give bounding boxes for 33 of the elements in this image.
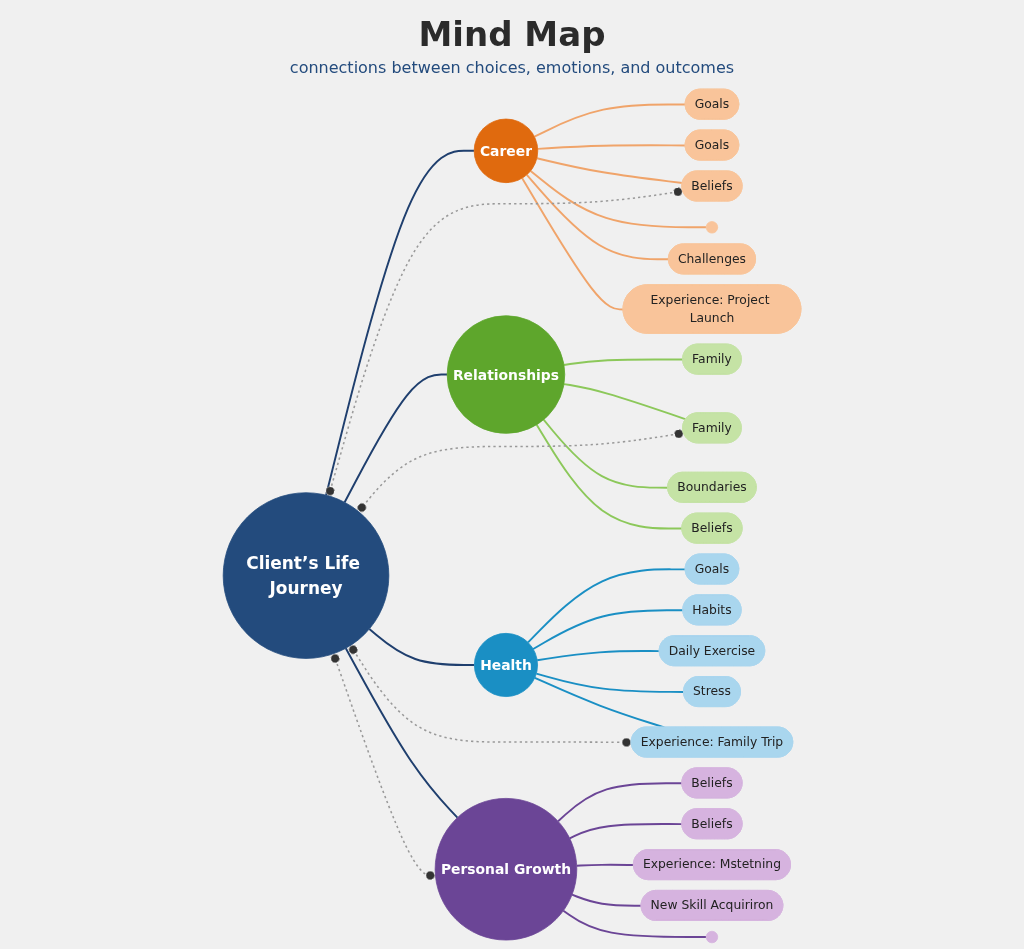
connector [535, 157, 684, 184]
connector [325, 187, 684, 497]
connector [343, 373, 449, 504]
diagram-title: Mind Map [418, 14, 606, 54]
node-circle: Personal Growth [434, 798, 578, 941]
connector [357, 429, 685, 513]
connector [536, 650, 661, 662]
connector [532, 609, 685, 650]
connector [325, 149, 476, 497]
connector [535, 672, 685, 693]
node-circle: Health [473, 633, 538, 697]
node-circle [705, 221, 719, 234]
connector [575, 863, 635, 867]
connector [563, 358, 684, 366]
connector [563, 383, 687, 421]
connector [562, 909, 708, 938]
node-circle [705, 930, 719, 944]
connector [344, 647, 459, 819]
connector [533, 103, 687, 138]
connector [536, 144, 687, 150]
connector [521, 177, 625, 311]
connector [571, 893, 643, 907]
connector [542, 418, 669, 489]
connector [330, 652, 437, 881]
connector [348, 644, 633, 748]
node-circle: Client’s Life Journey [222, 492, 390, 659]
connector [529, 169, 708, 229]
node-circle: Career [473, 118, 539, 183]
connector [527, 568, 687, 644]
note-text: connections between choices, emotions, and outcomes [289, 58, 735, 77]
node-circle: Relationships [446, 315, 566, 434]
connector [368, 628, 476, 666]
connector [525, 173, 670, 261]
